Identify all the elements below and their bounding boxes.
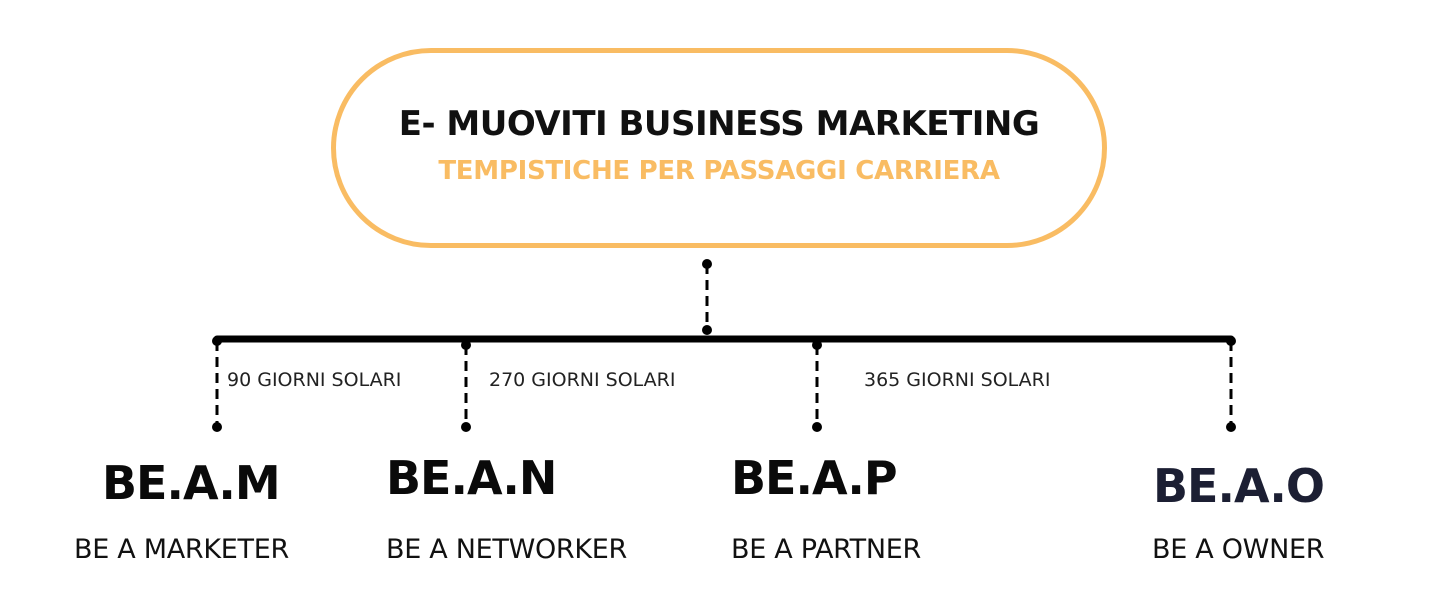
branch-owner-bottom-dot bbox=[1226, 422, 1236, 432]
branch-owner-top-dot bbox=[1226, 336, 1236, 346]
header-box bbox=[331, 48, 1107, 248]
branch-partner-top-dot bbox=[812, 340, 822, 350]
branch-networker-top-dot bbox=[461, 340, 471, 350]
stage-label-networker: BE A NETWORKER bbox=[386, 534, 628, 565]
stage-label-partner: BE A PARTNER bbox=[731, 534, 921, 565]
stage-code-networker: BE.A.N bbox=[386, 451, 557, 505]
stage-label-marketer: BE A MARKETER bbox=[74, 534, 289, 565]
duration-label-3: 365 GIORNI SOLARI bbox=[864, 369, 1051, 391]
stage-code-partner: BE.A.P bbox=[731, 451, 898, 505]
header-connector-top-dot bbox=[702, 259, 712, 269]
stage-label-owner: BE A OWNER bbox=[1152, 534, 1325, 565]
branch-marketer-bottom-dot bbox=[212, 422, 222, 432]
header-connector-bottom-dot bbox=[702, 325, 712, 335]
branch-networker-bottom-dot bbox=[461, 422, 471, 432]
duration-label-1: 90 GIORNI SOLARI bbox=[227, 369, 402, 391]
duration-label-2: 270 GIORNI SOLARI bbox=[489, 369, 676, 391]
branch-partner-bottom-dot bbox=[812, 422, 822, 432]
diagram-title: E- MUOVITI BUSINESS MARKETING bbox=[398, 104, 1040, 144]
stage-code-marketer: BE.A.M bbox=[102, 456, 281, 510]
diagram-subtitle: TEMPISTICHE PER PASSAGGI CARRIERA bbox=[438, 156, 1000, 186]
stage-code-owner: BE.A.O bbox=[1153, 459, 1325, 513]
branch-marketer-top-dot bbox=[212, 336, 222, 346]
